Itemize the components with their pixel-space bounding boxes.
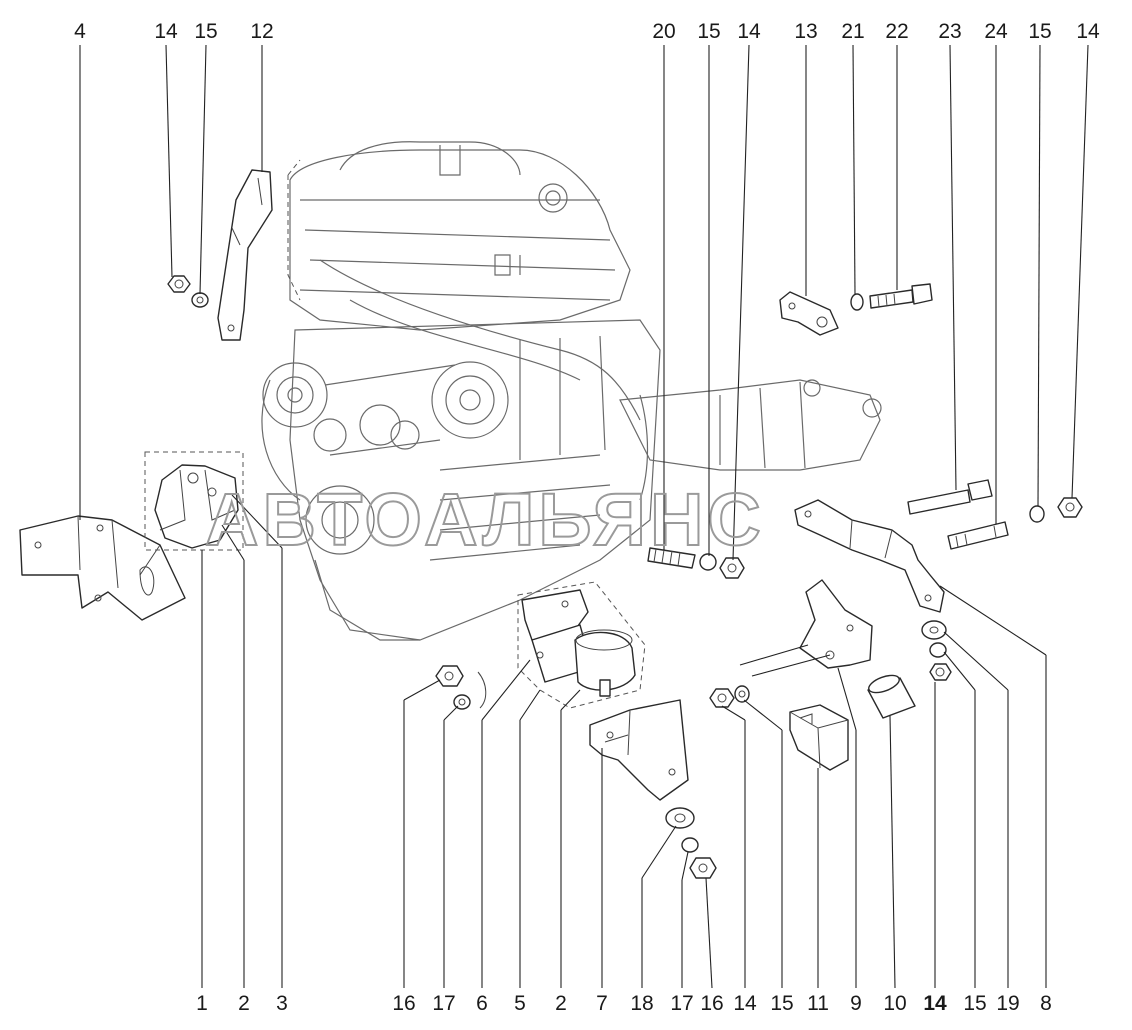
bottom-callout-labels: 1 2 3 16 17 6 5 2 7 18 17 16 14 15 11 9 … [196, 992, 1052, 1015]
callout-1: 1 [196, 992, 208, 1015]
small-bracket-part-9 [799, 579, 873, 669]
nut-washer-middle-right [709, 685, 750, 708]
bracket-bolt-top-right [779, 283, 933, 336]
sleeve-part-10 [867, 674, 916, 719]
right-bracket-part-8 [794, 499, 945, 613]
callout-2: 2 [555, 992, 567, 1015]
leader-lines [79, 44, 1089, 989]
callout-5: 5 [514, 992, 526, 1015]
callout-14: 14 [733, 992, 757, 1015]
callout-14: 14 [737, 20, 761, 43]
rubber-block-part-11 [789, 704, 849, 771]
long-bolt-part-23 [907, 479, 993, 515]
stud-part-24 [947, 521, 1009, 550]
callout-17: 17 [432, 992, 455, 1015]
callout-9: 9 [850, 992, 862, 1015]
callout-11: 11 [807, 992, 829, 1015]
watermark-text: АВТОАЛЬЯНС [205, 478, 765, 561]
callout-24: 24 [984, 20, 1008, 43]
callout-22: 22 [885, 20, 908, 43]
strap-bracket-part-12 [217, 169, 273, 341]
callout-14: 14 [154, 20, 178, 43]
callout-17: 17 [670, 992, 693, 1015]
left-mount-assembly-part-1-2-3 [144, 451, 244, 551]
washer-stack-right [921, 620, 952, 681]
callout-21: 21 [841, 20, 864, 43]
callout-14: 14 [923, 992, 947, 1015]
callout-13: 13 [794, 20, 817, 43]
callout-16: 16 [700, 992, 723, 1015]
callout-15: 15 [697, 20, 720, 43]
engine-block-drawing [261, 141, 882, 641]
callout-6: 6 [476, 992, 488, 1015]
callout-15: 15 [963, 992, 986, 1015]
callout-10: 10 [883, 992, 906, 1015]
callout-15: 15 [194, 20, 217, 43]
callout-20: 20 [652, 20, 675, 43]
washer-nut-far-right [1029, 497, 1083, 523]
callout-3: 3 [276, 992, 288, 1015]
bracket-part-4 [19, 515, 186, 621]
lower-bracket-part-7 [589, 699, 689, 801]
callout-7: 7 [596, 992, 608, 1015]
callout-4: 4 [74, 20, 86, 43]
callout-12: 12 [250, 20, 273, 43]
callout-2: 2 [238, 992, 250, 1015]
callout-19: 19 [996, 992, 1019, 1015]
nut-washer-top-left [167, 275, 209, 308]
callout-18: 18 [630, 992, 653, 1015]
top-callout-labels: 4 14 15 12 20 15 14 13 21 22 23 24 15 14 [74, 20, 1100, 43]
stud-washer-nut-center [647, 547, 745, 579]
washer-nut-stack-lower [665, 807, 717, 879]
callout-8: 8 [1040, 992, 1052, 1015]
nut-washer-left-of-center [435, 665, 487, 710]
callout-16: 16 [392, 992, 415, 1015]
callout-14: 14 [1076, 20, 1100, 43]
callout-15: 15 [770, 992, 793, 1015]
central-mount-part-5-6 [517, 581, 646, 709]
callout-23: 23 [938, 20, 961, 43]
callout-15: 15 [1028, 20, 1051, 43]
